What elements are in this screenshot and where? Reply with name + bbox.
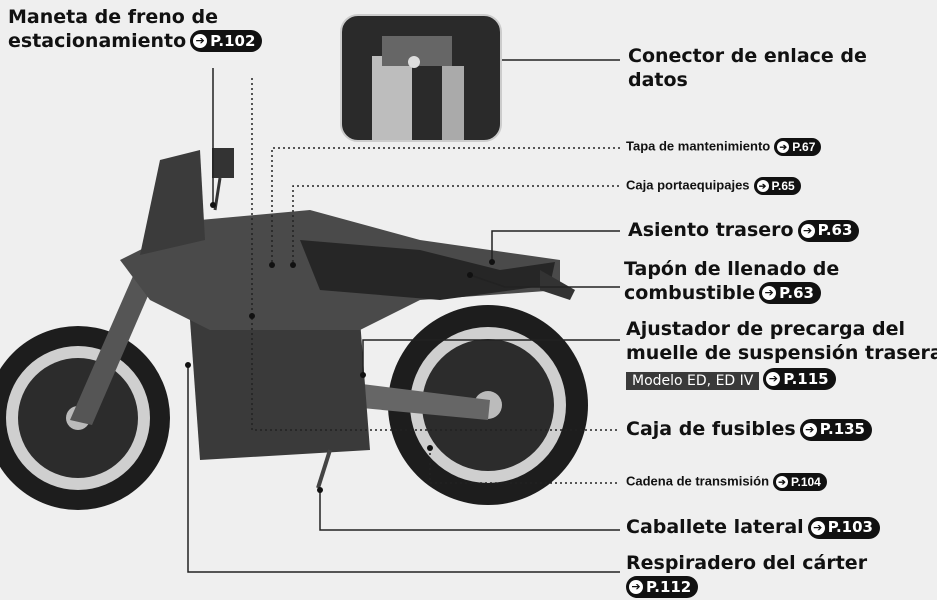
page-ref-link[interactable]: ➔P.63 bbox=[759, 282, 821, 305]
side-stand-label: Caballete lateral➔P.103 bbox=[626, 516, 880, 540]
arrow-right-icon: ➔ bbox=[810, 520, 825, 535]
luggage-box-label: Caja portaequipajes➔P.65 bbox=[626, 177, 801, 195]
drive-chain-label: Cadena de transmisión➔P.104 bbox=[626, 473, 827, 491]
crankcase-breather-label: Respiradero del cárter ➔P.112 bbox=[626, 552, 867, 600]
arrow-right-icon: ➔ bbox=[800, 223, 815, 238]
arrow-right-icon: ➔ bbox=[776, 476, 789, 488]
arrow-right-icon: ➔ bbox=[762, 286, 777, 301]
model-badge: Modelo ED, ED IV bbox=[626, 371, 760, 390]
arrow-right-icon: ➔ bbox=[193, 34, 208, 49]
page-ref-link[interactable]: ➔P.115 bbox=[763, 368, 836, 390]
arrow-right-icon: ➔ bbox=[629, 580, 643, 595]
maintenance-lid-label: Tapa de mantenimiento➔P.67 bbox=[626, 138, 822, 156]
page-ref-link[interactable]: ➔P.67 bbox=[774, 138, 822, 156]
rear-seat-label: Asiento trasero➔P.63 bbox=[628, 219, 860, 243]
fuse-box-label: Caja de fusibles➔P.135 bbox=[626, 418, 872, 442]
fuel-cap-label: Tapón de llenado de combustible➔P.63 bbox=[624, 258, 840, 305]
arrow-right-icon: ➔ bbox=[777, 141, 790, 153]
preload-adjuster-label: Ajustador de precarga del muelle de susp… bbox=[626, 318, 937, 390]
parking-brake-label: Maneta de freno de estacionamiento➔P.102 bbox=[8, 6, 263, 54]
page-ref-link[interactable]: ➔P.102 bbox=[190, 30, 263, 53]
page-ref-link[interactable]: ➔P.103 bbox=[807, 516, 880, 539]
motorcycle-drawing bbox=[0, 148, 588, 510]
page-ref-link[interactable]: ➔P.65 bbox=[753, 177, 801, 195]
page-ref-link[interactable]: ➔P.104 bbox=[773, 473, 827, 491]
page-ref-link[interactable]: ➔P.135 bbox=[799, 418, 872, 441]
arrow-right-icon: ➔ bbox=[756, 180, 769, 192]
connector-inset-image bbox=[340, 14, 502, 142]
page-ref-link[interactable]: ➔P.63 bbox=[797, 219, 860, 242]
arrow-right-icon: ➔ bbox=[802, 422, 817, 437]
page-ref-link[interactable]: ➔P.112 bbox=[626, 576, 699, 599]
arrow-right-icon: ➔ bbox=[766, 372, 781, 386]
data-link-connector-label: Conector de enlace de datos bbox=[628, 45, 867, 91]
